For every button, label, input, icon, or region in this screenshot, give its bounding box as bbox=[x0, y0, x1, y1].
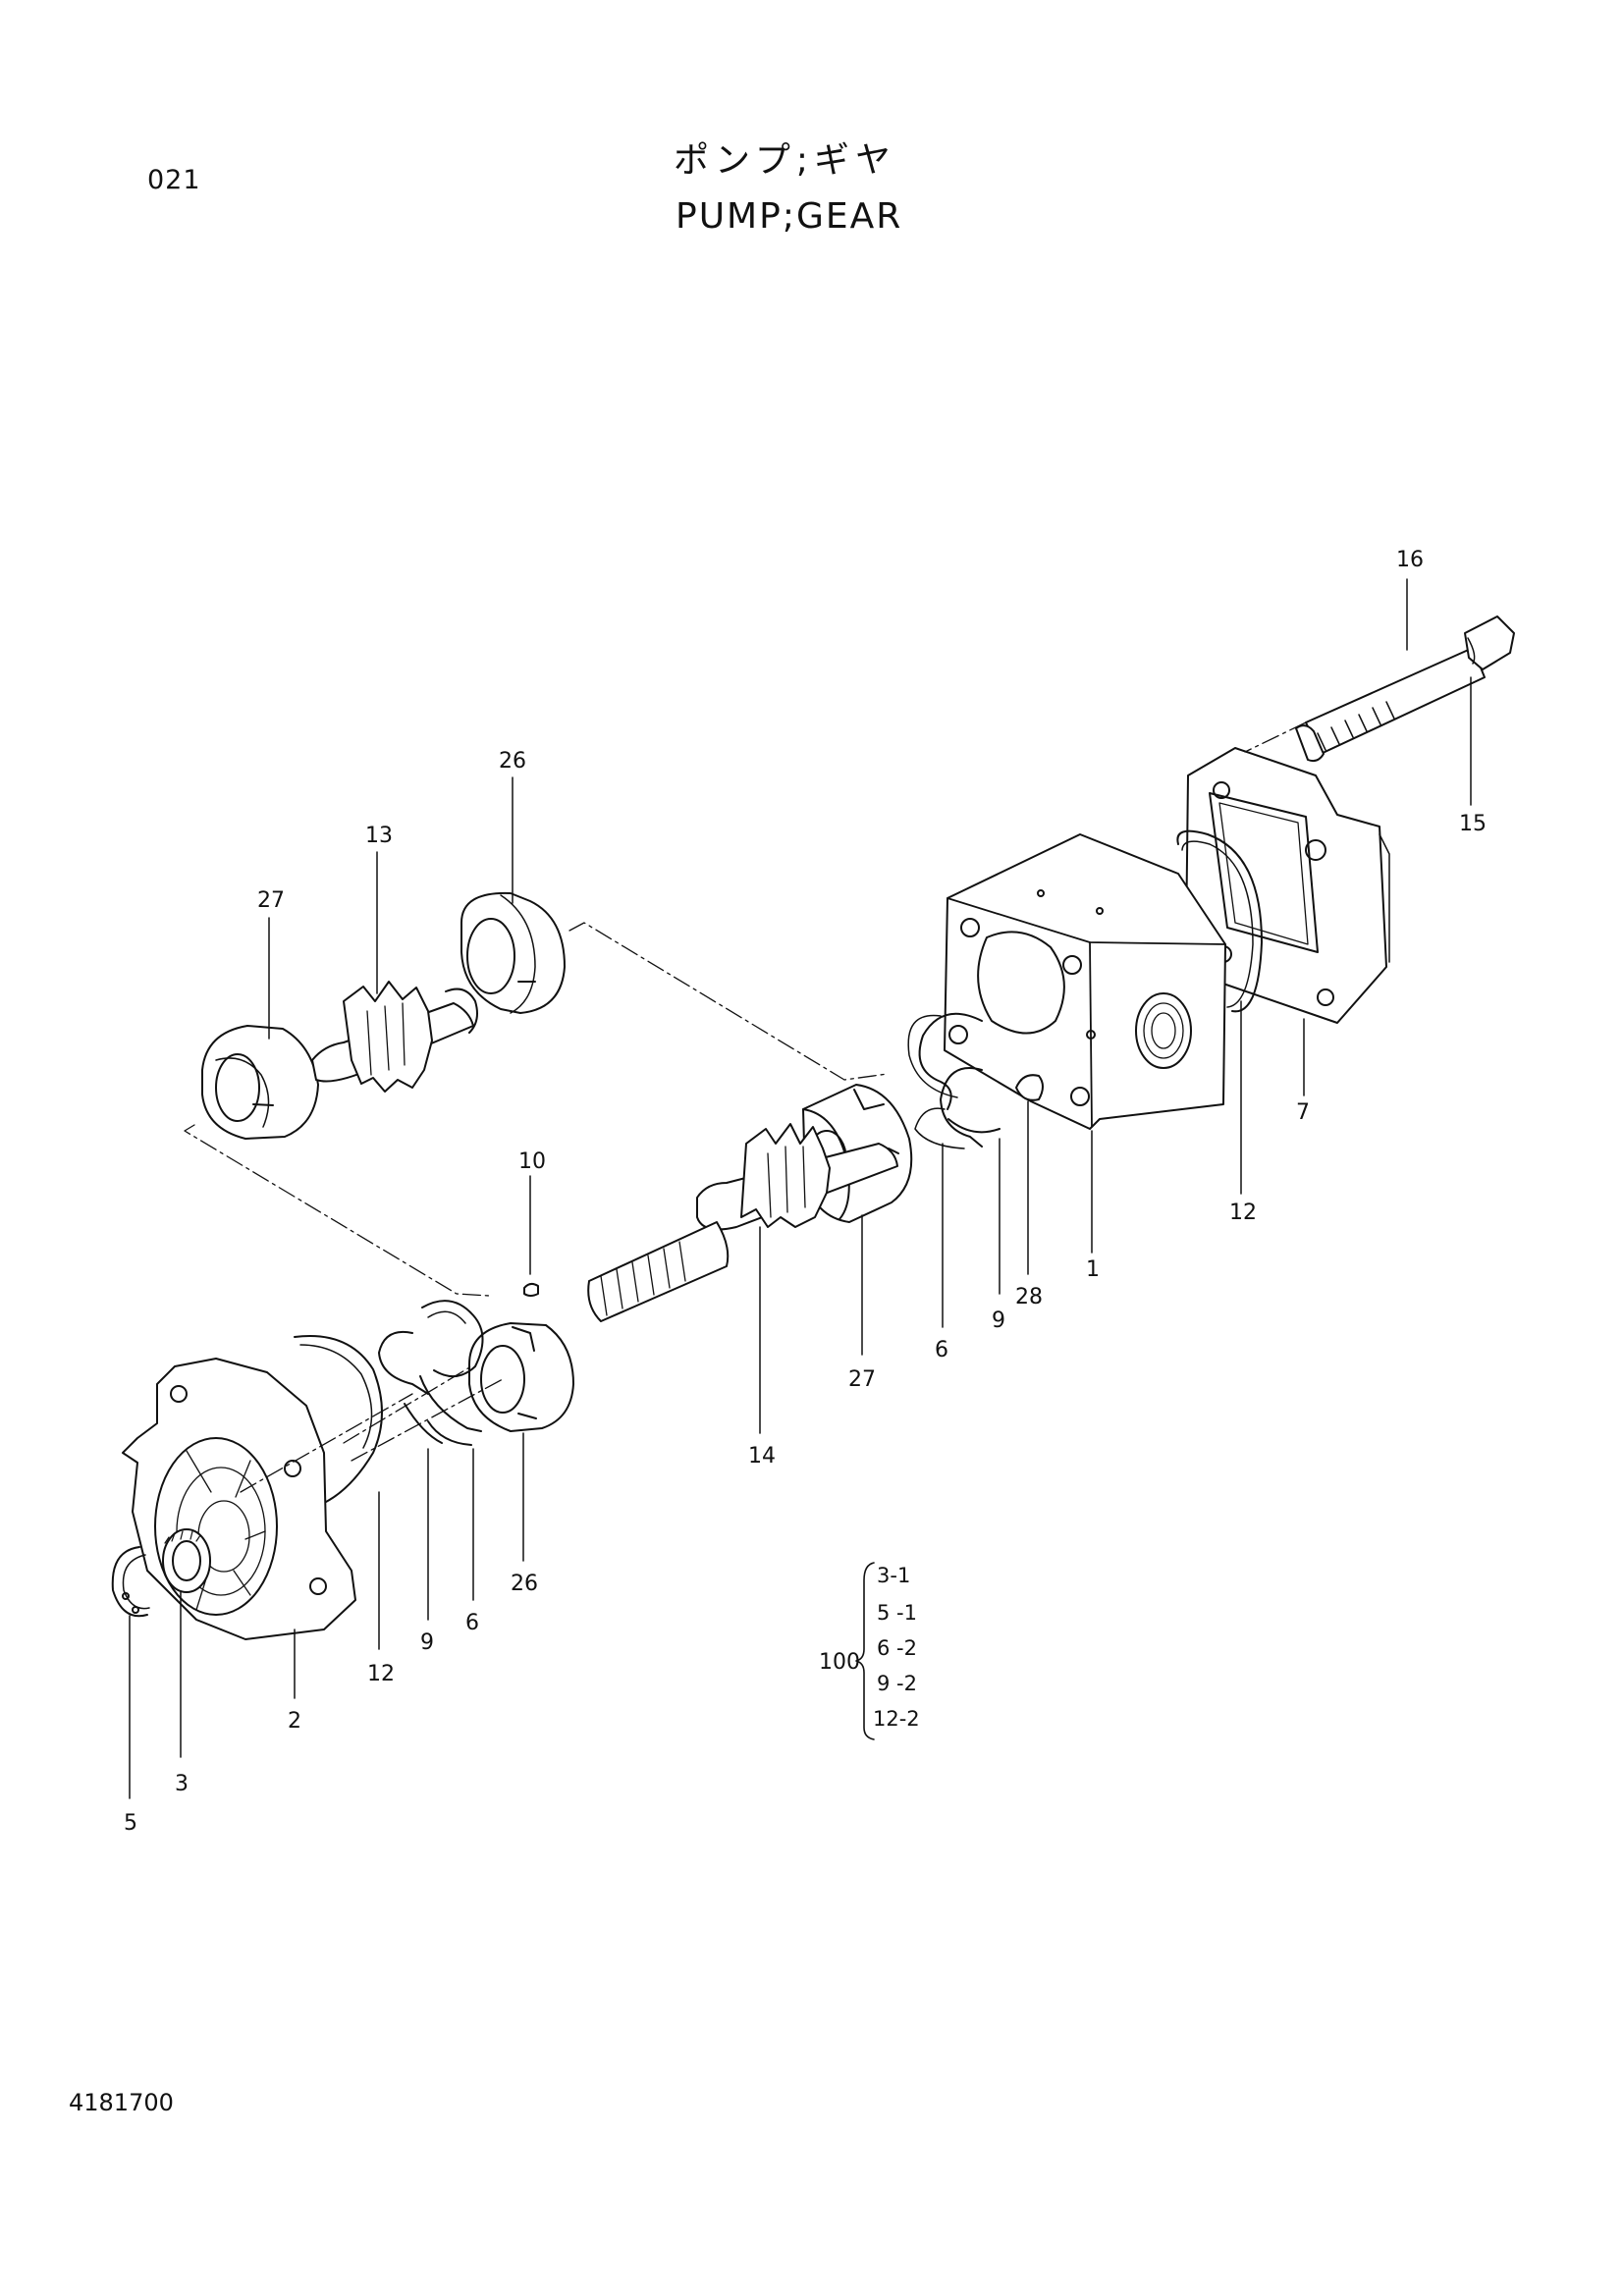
kit-item: 9 -2 bbox=[877, 1672, 917, 1695]
part-callout: 6 bbox=[465, 1611, 479, 1635]
part-callout: 12 bbox=[367, 1662, 395, 1686]
bushing-upper-left-part bbox=[201, 1025, 319, 1140]
assembly-lines bbox=[184, 721, 1307, 1493]
o-ring-upper-part bbox=[1176, 829, 1263, 1013]
part-callout: 1 bbox=[1086, 1257, 1100, 1282]
kit-item: 5 -1 bbox=[877, 1601, 917, 1625]
part-callout: 12 bbox=[1229, 1201, 1257, 1225]
kit-item: 6 -2 bbox=[877, 1636, 917, 1660]
driven-gear-part bbox=[311, 981, 478, 1093]
drive-gear-shaft-part bbox=[587, 1123, 898, 1322]
part-callout: 16 bbox=[1396, 548, 1424, 572]
part-callout: 9 bbox=[992, 1308, 1005, 1333]
part-callout: 15 bbox=[1459, 812, 1487, 836]
part-callout: 2 bbox=[288, 1709, 301, 1734]
kit-bracket bbox=[855, 1562, 875, 1740]
part-callout: 27 bbox=[257, 888, 285, 913]
part-callout: 14 bbox=[748, 1444, 776, 1468]
oil-seal-part bbox=[162, 1528, 211, 1593]
part-callouts: 16 15 26 13 27 7 12 1 28 9 6 27 10 14 26… bbox=[124, 548, 1487, 1836]
part-callout: 6 bbox=[935, 1338, 948, 1362]
kit-list: 100 3-1 5 -1 6 -2 9 -2 12-2 bbox=[819, 1564, 920, 1731]
dowel-pin-part bbox=[1015, 1074, 1044, 1101]
part-callout: 9 bbox=[420, 1630, 434, 1655]
gear-housing-part bbox=[944, 833, 1226, 1130]
part-callout: 28 bbox=[1015, 1285, 1043, 1309]
part-callout: 13 bbox=[365, 824, 393, 848]
part-callout: 26 bbox=[499, 749, 526, 774]
leader-lines bbox=[129, 578, 1472, 1799]
cover-plate-part bbox=[1185, 747, 1390, 1024]
part-callout: 26 bbox=[511, 1572, 538, 1596]
page-title: PUMP;GEAR bbox=[676, 196, 903, 237]
right-seal-rings-part bbox=[907, 1012, 1001, 1149]
key-part bbox=[523, 1282, 539, 1297]
kit-item: 3-1 bbox=[877, 1564, 910, 1587]
front-cover-part bbox=[122, 1358, 356, 1640]
kit-key: 100 bbox=[819, 1650, 860, 1675]
bolt-part bbox=[1295, 615, 1515, 763]
part-callout: 27 bbox=[848, 1367, 876, 1392]
part-callout: 7 bbox=[1296, 1100, 1310, 1125]
part-callout: 3 bbox=[175, 1772, 189, 1796]
part-callout: 10 bbox=[518, 1149, 546, 1174]
page-number: 021 bbox=[147, 165, 201, 195]
bushing-lower-part bbox=[468, 1322, 574, 1432]
drawing-number: 4181700 bbox=[69, 2089, 174, 2116]
part-callout: 5 bbox=[124, 1811, 137, 1836]
snap-ring-part bbox=[111, 1546, 150, 1618]
bushing-upper-part bbox=[460, 891, 566, 1014]
kit-item: 12-2 bbox=[873, 1707, 920, 1731]
page-title-japanese: ポンプ;ギヤ bbox=[674, 140, 897, 181]
